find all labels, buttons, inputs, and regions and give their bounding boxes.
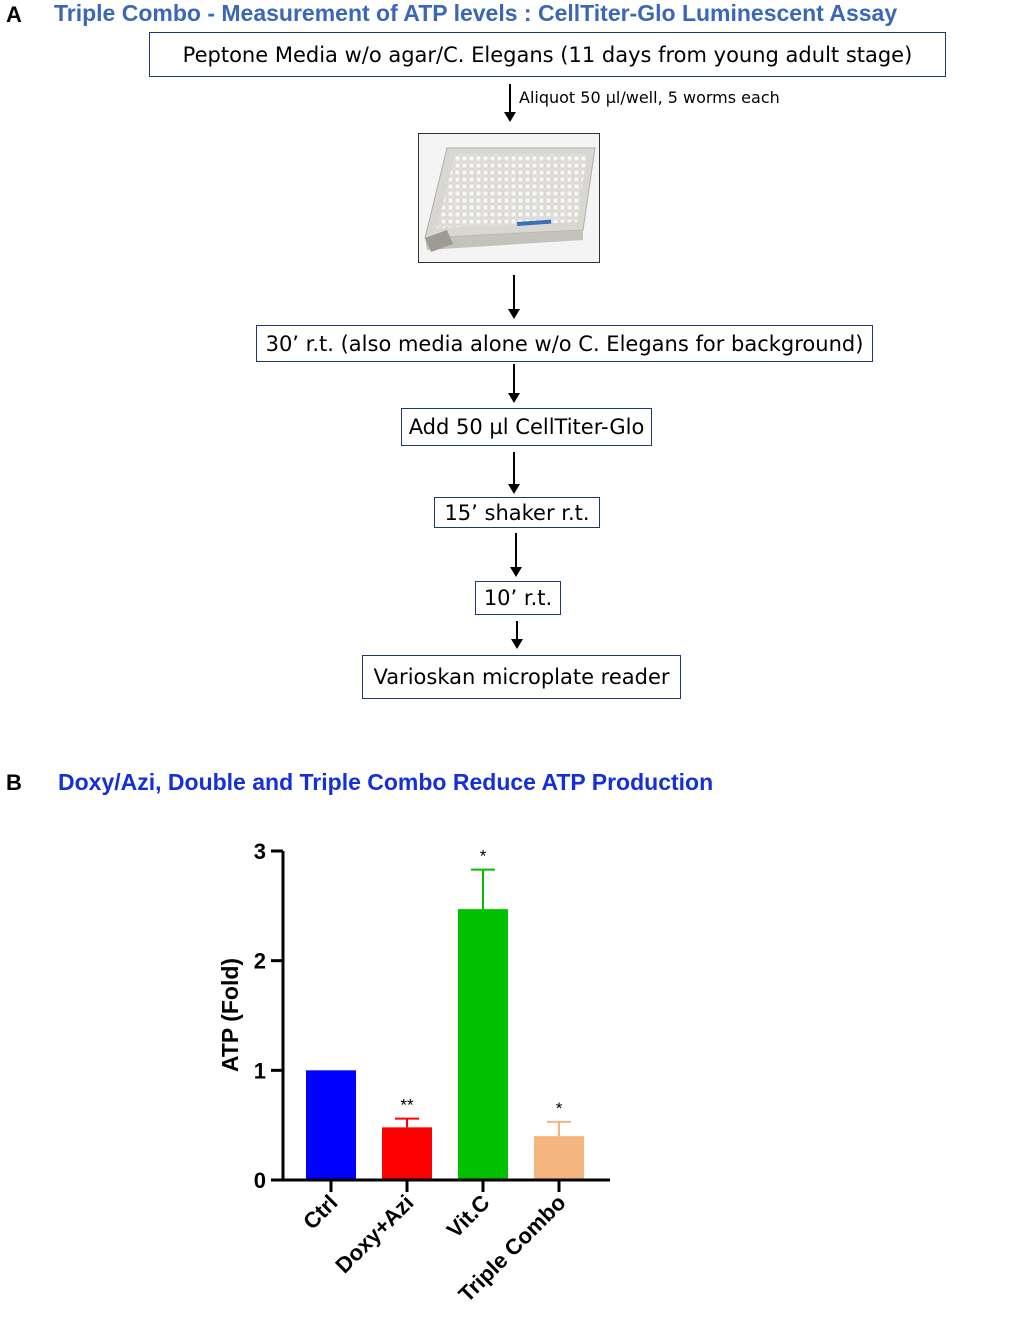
flow-step-media: Peptone Media w/o agar/C. Elegans (11 da… — [149, 32, 946, 77]
significance-mark: * — [556, 1099, 563, 1118]
arrow-5 — [510, 533, 522, 577]
x-tick-label: Ctrl — [298, 1190, 342, 1234]
y-tick-label: 1 — [254, 1058, 266, 1083]
microplate-icon — [419, 134, 599, 262]
arrow-2 — [508, 275, 520, 319]
flow-step-add-reagent: Add 50 µl CellTiter-Glo — [401, 408, 652, 446]
flow-step-shaker: 15’ shaker r.t. — [434, 497, 600, 528]
significance-mark: * — [480, 847, 487, 866]
panel-a-letter: A — [6, 2, 22, 27]
arrow-3 — [508, 364, 520, 403]
y-tick-label: 3 — [254, 839, 266, 864]
arrow-4 — [508, 452, 520, 494]
y-tick-label: 0 — [254, 1168, 266, 1193]
flow-step-reader: Varioskan microplate reader — [362, 655, 681, 699]
y-axis: 0 1 2 3 — [254, 839, 285, 1193]
bars: **** — [306, 847, 584, 1180]
x-tick-label: Vit.C — [442, 1190, 495, 1243]
panel-a-title: Triple Combo - Measurement of ATP levels… — [54, 0, 898, 26]
flow-step-incubation: 30’ r.t. (also media alone w/o C. Elegan… — [256, 325, 873, 362]
panel-b-title: Doxy/Azi, Double and Triple Combo Reduce… — [58, 769, 714, 795]
arrow-6 — [511, 621, 523, 649]
flow-step-rest: 10’ r.t. — [475, 581, 561, 615]
significance-mark: ** — [400, 1096, 414, 1115]
microplate-image — [418, 133, 600, 263]
y-tick-label: 2 — [254, 949, 266, 974]
arrow-1 — [504, 84, 516, 122]
bar — [382, 1127, 432, 1180]
y-axis-label: ATP (Fold) — [217, 958, 243, 1072]
aliquot-label: Aliquot 50 µl/well, 5 worms each — [519, 88, 780, 107]
x-tick-label: Doxy+Azi — [330, 1190, 418, 1278]
bar — [458, 909, 508, 1180]
bar — [306, 1070, 356, 1180]
panel-b-letter: B — [6, 770, 22, 795]
bar — [534, 1136, 584, 1180]
